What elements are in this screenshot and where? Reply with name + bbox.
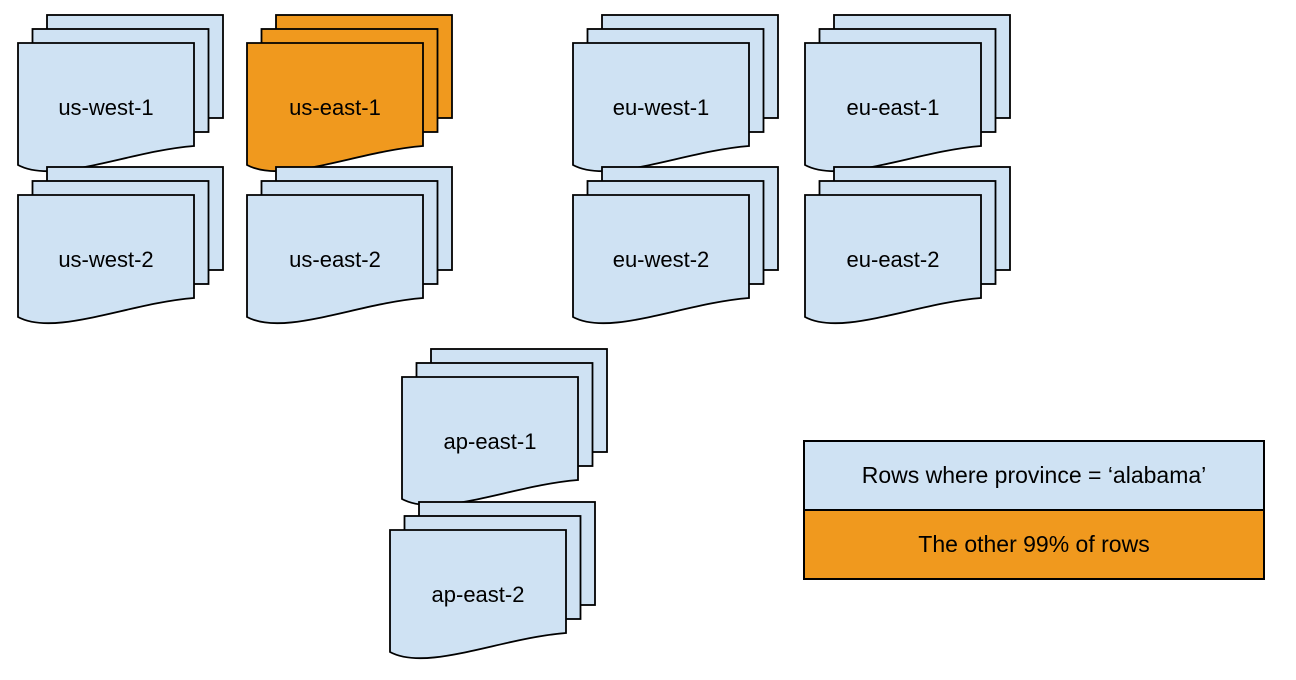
legend-item-label: Rows where province = ‘alabama’ (861, 462, 1207, 488)
legend-item-other-rows: The other 99% of rows (803, 509, 1265, 580)
legend-item-label: The other 99% of rows (918, 531, 1150, 557)
document-stack-icon (572, 166, 779, 325)
region-stack-eu-east-2: eu-east-2 (804, 166, 1011, 329)
region-stack-eu-west-2: eu-west-2 (572, 166, 779, 329)
front-document-sheet (246, 194, 424, 325)
document-stack-icon (389, 501, 596, 660)
front-document-sheet (401, 376, 579, 507)
region-stack-us-west-2: us-west-2 (17, 166, 224, 329)
region-stack-ap-east-1: ap-east-1 (401, 348, 608, 511)
front-document-sheet (17, 42, 195, 173)
legend-item-alabama-rows: Rows where province = ‘alabama’ (803, 440, 1265, 511)
front-document-sheet (804, 194, 982, 325)
region-stack-eu-west-1: eu-west-1 (572, 14, 779, 177)
front-document-sheet (572, 42, 750, 173)
document-stack-icon (804, 166, 1011, 325)
document-stack-icon (804, 14, 1011, 173)
document-stack-icon (17, 166, 224, 325)
front-document-sheet (389, 529, 567, 660)
document-stack-icon (246, 166, 453, 325)
document-stack-icon (401, 348, 608, 507)
legend: Rows where province = ‘alabama’ The othe… (803, 440, 1265, 580)
document-stack-icon (246, 14, 453, 173)
region-stack-us-east-2: us-east-2 (246, 166, 453, 329)
region-stack-us-west-1: us-west-1 (17, 14, 224, 177)
region-stack-ap-east-2: ap-east-2 (389, 501, 596, 664)
front-document-sheet (572, 194, 750, 325)
document-stack-icon (17, 14, 224, 173)
front-document-sheet (17, 194, 195, 325)
document-stack-icon (572, 14, 779, 173)
region-stack-eu-east-1: eu-east-1 (804, 14, 1011, 177)
front-document-sheet (246, 42, 424, 173)
region-stack-us-east-1: us-east-1 (246, 14, 453, 177)
front-document-sheet (804, 42, 982, 173)
